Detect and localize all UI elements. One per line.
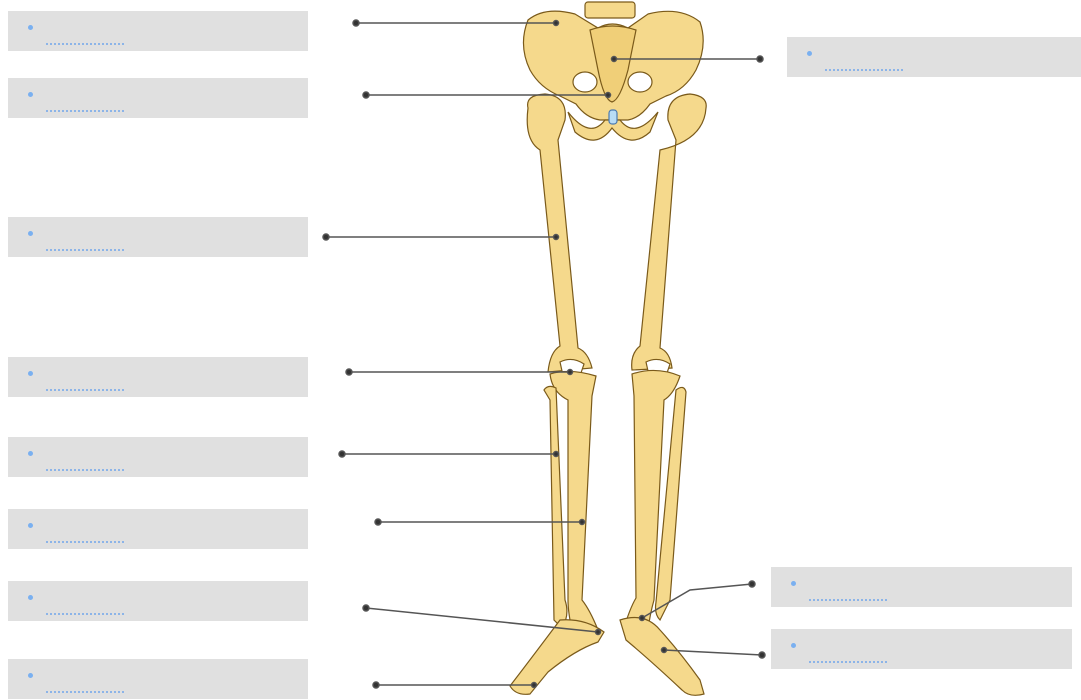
answer-field-6[interactable] <box>46 525 124 543</box>
answer-field-3[interactable] <box>46 233 124 251</box>
label-box-3 <box>8 217 308 257</box>
bullet-icon <box>28 673 33 678</box>
bullet-icon <box>28 371 33 376</box>
label-box-6 <box>8 509 308 549</box>
bullet-icon <box>791 643 796 648</box>
bullet-icon <box>791 581 796 586</box>
answer-field-2[interactable] <box>46 94 124 112</box>
bullet-icon <box>28 231 33 236</box>
lumbar-vertebra <box>585 2 635 18</box>
bullet-icon <box>28 523 33 528</box>
skeleton <box>510 2 706 695</box>
label-box-8 <box>8 659 308 699</box>
answer-field-11[interactable] <box>809 645 887 663</box>
answer-field-1[interactable] <box>46 27 124 45</box>
obturator-right <box>628 72 652 92</box>
label-box-11 <box>771 629 1072 669</box>
answer-field-8[interactable] <box>46 675 124 693</box>
label-box-1 <box>8 11 308 51</box>
label-box-5 <box>8 437 308 477</box>
answer-field-4[interactable] <box>46 373 124 391</box>
obturator-left <box>573 72 597 92</box>
answer-field-7[interactable] <box>46 597 124 615</box>
bullet-icon <box>28 25 33 30</box>
bullet-icon <box>807 51 812 56</box>
bullet-icon <box>28 451 33 456</box>
label-box-7 <box>8 581 308 621</box>
answer-field-10[interactable] <box>809 583 887 601</box>
label-box-2 <box>8 78 308 118</box>
foot-right <box>620 618 704 696</box>
answer-field-9[interactable] <box>825 53 903 71</box>
label-box-9 <box>787 37 1081 77</box>
answer-field-5[interactable] <box>46 453 124 471</box>
label-box-10 <box>771 567 1072 607</box>
bullet-icon <box>28 92 33 97</box>
pubic-symphysis <box>609 110 617 124</box>
label-box-4 <box>8 357 308 397</box>
fibula-left <box>544 386 567 628</box>
bullet-icon <box>28 595 33 600</box>
